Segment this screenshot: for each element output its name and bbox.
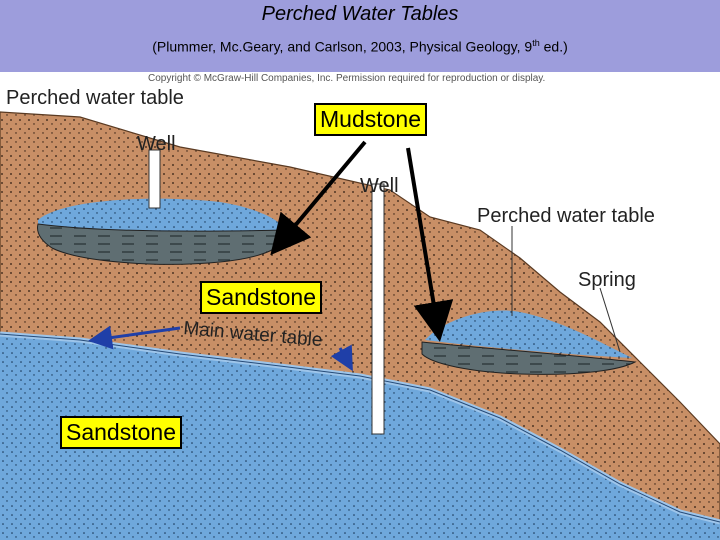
callout-sandstone-lower: Sandstone (60, 416, 182, 449)
mudstone-arrow-right (406, 147, 454, 342)
title-banner: Perched Water Tables (Plummer, Mc.Geary,… (0, 0, 720, 72)
label-perched-water-table-right: Perched water table (477, 205, 655, 227)
spring-pointer (599, 287, 621, 353)
right-perched-aquifer (425, 310, 632, 358)
mudstone-arrow-left (270, 140, 367, 256)
left-mudstone-lens (37, 223, 287, 265)
citation-end: ed.) (539, 38, 568, 55)
citation: (Plummer, Mc.Geary, and Carlson, 2003, P… (0, 38, 720, 55)
well-center-shaft (371, 183, 385, 435)
perched-water-table-diagram: Perched water table Well Well Perched wa… (0, 87, 720, 540)
citation-text: (Plummer, Mc.Geary, and Carlson, 2003, P… (152, 38, 533, 55)
label-well-left: Well (137, 133, 176, 155)
saturated-zone (0, 334, 720, 540)
flow-arrow-right (330, 344, 353, 372)
left-perched-aquifer (38, 198, 285, 237)
label-spring: Spring (578, 269, 636, 291)
callout-sandstone-middle: Sandstone (200, 281, 322, 314)
copyright-notice: Copyright © McGraw-Hill Companies, Inc. … (148, 73, 546, 84)
label-perched-water-table-left: Perched water table (6, 87, 184, 109)
label-well-center: Well (360, 175, 399, 197)
citation-superscript: th (532, 38, 540, 48)
slide-title: Perched Water Tables (261, 3, 459, 25)
well-left-shaft (148, 149, 161, 209)
flow-arrow-left (88, 325, 181, 350)
right-mudstone-lens (421, 341, 637, 375)
callout-mudstone: Mudstone (314, 103, 428, 136)
